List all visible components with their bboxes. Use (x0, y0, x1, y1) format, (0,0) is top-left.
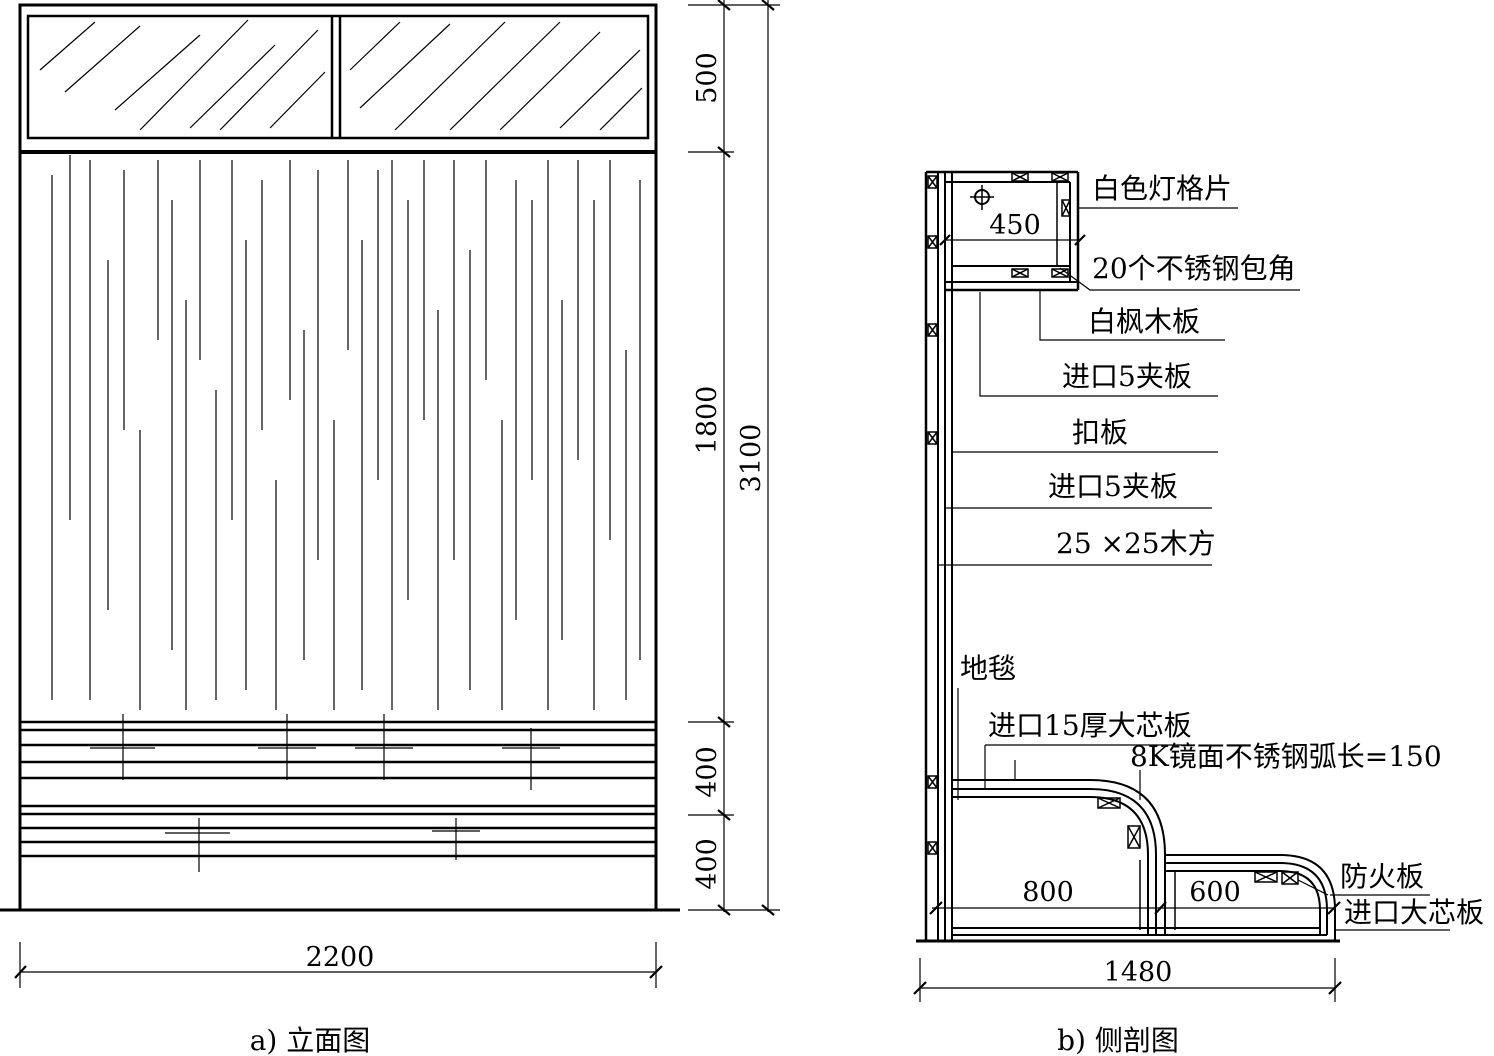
dim-total-width: 2200 (306, 942, 375, 973)
section-view (916, 170, 1340, 943)
label-carpet: 地毯 (960, 652, 1016, 685)
label-ss-corners: 20个不锈钢包角 (1092, 252, 1296, 285)
dim-lower2-height: 400 (692, 838, 723, 890)
label-blockboard-15: 进口15厚大芯板 (988, 709, 1192, 742)
label-fireproof: 防火板 (1340, 860, 1424, 893)
elevation-vertical-dims (688, 0, 780, 916)
dim-total-height: 3100 (736, 424, 767, 493)
label-plywood-mid: 进口5夹板 (1048, 470, 1178, 503)
lower-bands (20, 720, 656, 858)
dim-top-height: 500 (692, 52, 723, 104)
elevation-caption: a) 立面图 (250, 1024, 371, 1056)
label-batten: 25 ×25木方 (1056, 527, 1216, 560)
label-cover-board: 扣板 (1072, 416, 1128, 449)
elevation-width-dim (14, 942, 663, 988)
label-mirror-ss: 8K镜面不锈钢弧长=150 (1130, 740, 1442, 773)
dim-total-depth: 1480 (1104, 957, 1173, 988)
dim-lower1-height: 400 (692, 746, 723, 798)
wood-grain (51, 155, 641, 710)
label-plywood-top: 进口5夹板 (1062, 360, 1192, 393)
transom-frame (26, 14, 650, 140)
label-blockboard: 进口大芯板 (1344, 896, 1484, 929)
cross-marks (90, 714, 560, 872)
section-inner-dims (929, 234, 1341, 915)
glass-hatch (39, 19, 643, 131)
elevation-view (0, 3, 680, 912)
elevation-frame (18, 3, 658, 912)
dim-step1-depth: 800 (1022, 877, 1074, 908)
section-leaders (938, 207, 1450, 931)
section-blocks (927, 172, 1299, 885)
label-light-grille: 白色灯格片 (1092, 172, 1232, 205)
dim-top-depth: 450 (989, 210, 1041, 241)
dim-step2-depth: 600 (1189, 877, 1241, 908)
dim-middle-height: 1800 (692, 386, 723, 455)
section-depth-dim (913, 958, 1342, 1002)
label-maple-board: 白枫木板 (1088, 305, 1200, 338)
section-caption: b) 侧剖图 (1057, 1024, 1179, 1056)
